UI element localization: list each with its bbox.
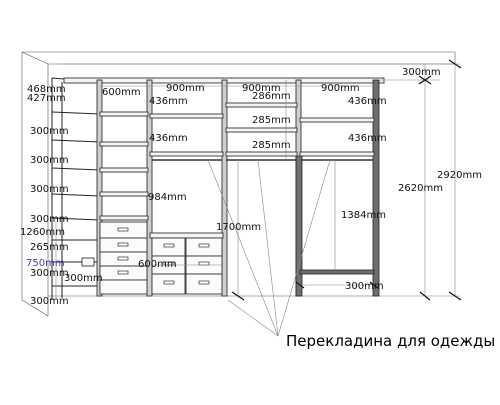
label-285-a: 285mm	[252, 115, 291, 126]
label-300-left-1: 300mm	[30, 126, 69, 137]
label-300-left-3: 300mm	[30, 184, 69, 195]
label-2620: 2620mm	[398, 183, 443, 194]
column-1-drawers	[99, 221, 148, 295]
label-436-right-a: 436mm	[348, 96, 387, 107]
column-2-drawers	[151, 237, 223, 295]
label-1260: 1260mm	[20, 227, 65, 238]
post-3	[221, 79, 228, 297]
label-436-right-b: 436mm	[348, 133, 387, 144]
label-265: 265mm	[30, 242, 69, 253]
rod-leader-lines	[207, 159, 331, 337]
caption-clothes-rod: Перекладина для одежды	[286, 332, 495, 350]
label-436-b: 436mm	[149, 133, 188, 144]
label-285-b: 285mm	[252, 140, 291, 151]
dimension-lines	[55, 59, 462, 301]
label-900-b: 900mm	[242, 83, 281, 94]
label-2920: 2920mm	[437, 170, 482, 181]
label-984: 984mm	[148, 192, 187, 203]
label-300-left-5: 300mm	[30, 268, 69, 279]
label-300-bottom-left: 300mm	[30, 296, 69, 307]
post-2	[146, 79, 153, 297]
label-300-left-6: 300mm	[64, 273, 103, 284]
label-1700: 1700mm	[216, 222, 261, 233]
label-600-bottom: 600mm	[138, 259, 177, 270]
post-4-dark	[295, 155, 303, 297]
label-300-top: 300mm	[402, 67, 441, 78]
column-3-shelves	[225, 102, 298, 157]
label-900-a: 900mm	[166, 83, 205, 94]
column-4-shelves	[299, 117, 375, 275]
label-300-bottom-right: 300mm	[345, 281, 384, 292]
label-427: 427mm	[27, 93, 66, 104]
column-1-shelves	[99, 111, 149, 221]
label-286: 286mm	[252, 91, 291, 102]
bar-end-icon	[81, 257, 95, 267]
label-900-c: 900mm	[321, 83, 360, 94]
post-1	[96, 79, 103, 297]
label-1384: 1384mm	[341, 210, 386, 221]
label-750: 750mm	[26, 258, 65, 269]
label-600-top: 600mm	[102, 87, 141, 98]
label-300-left-4: 300mm	[30, 214, 69, 225]
post-right	[372, 79, 380, 297]
left-corner-section	[51, 77, 101, 300]
label-436-a: 436mm	[149, 96, 188, 107]
label-300-left-2: 300mm	[30, 155, 69, 166]
column-2-shelves	[149, 113, 224, 239]
label-468: 468mm	[27, 84, 66, 95]
